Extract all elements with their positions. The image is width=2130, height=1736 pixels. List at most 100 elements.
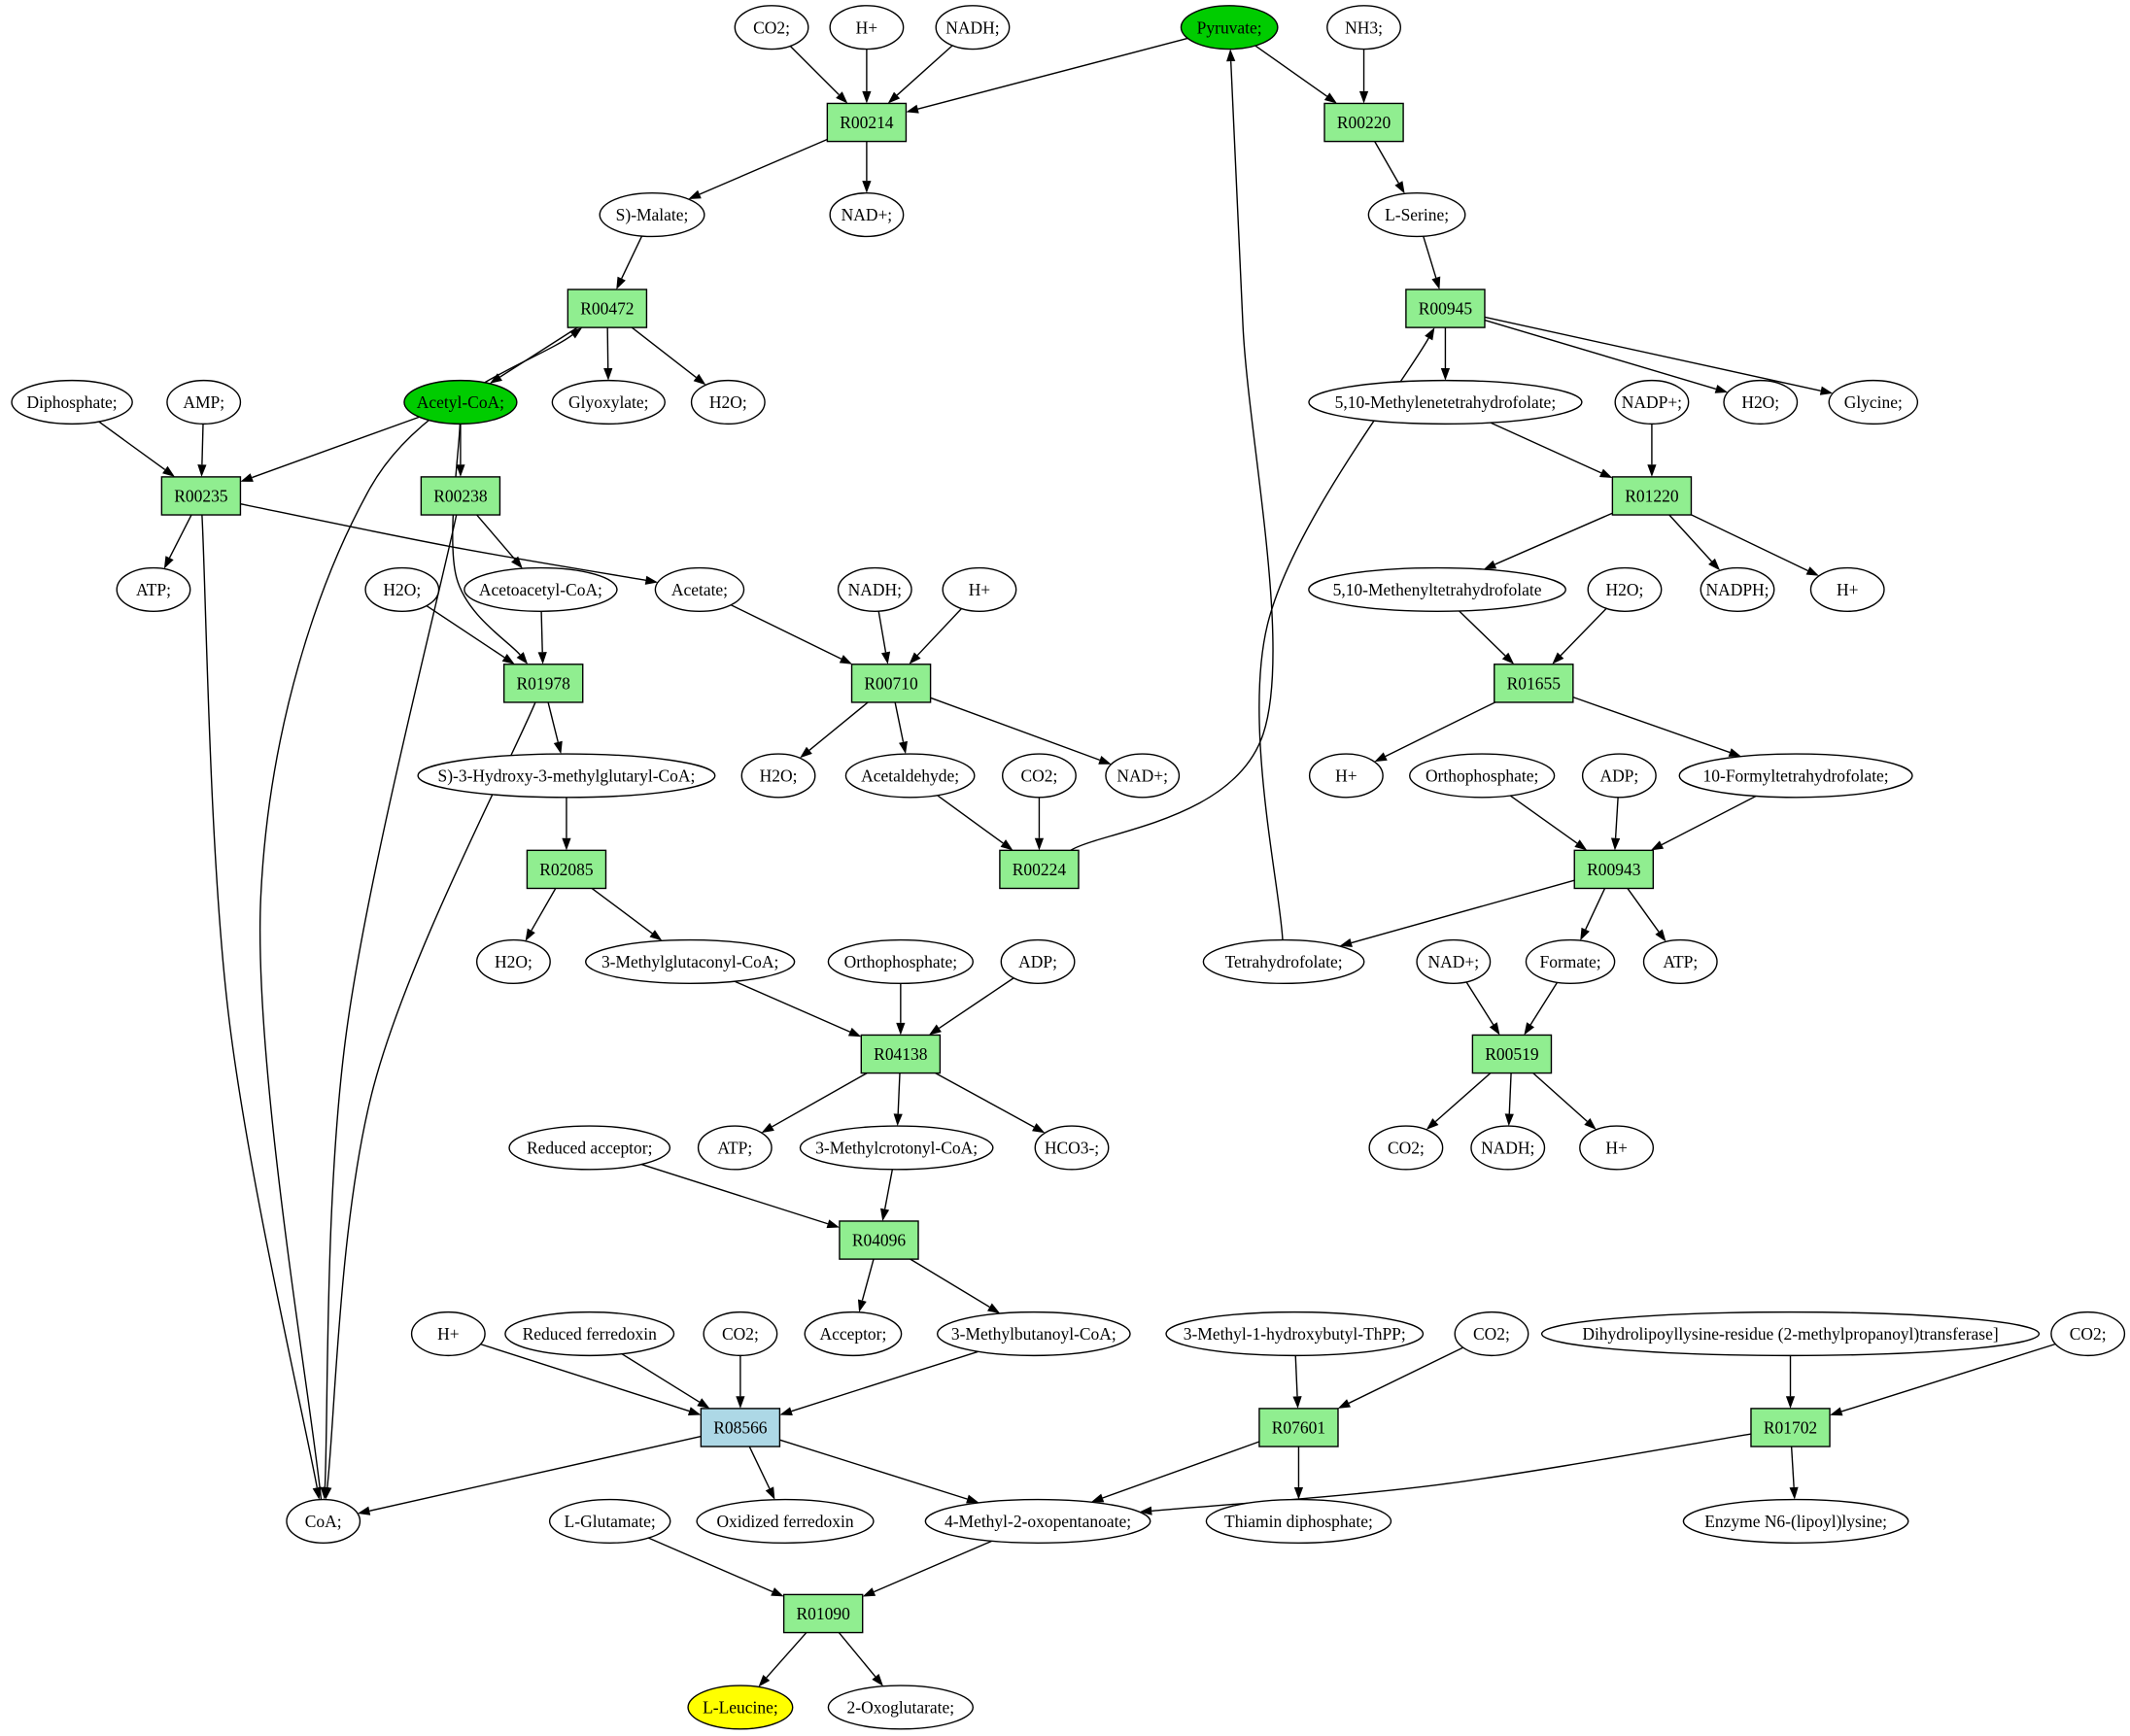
node-label: Acetate; bbox=[671, 580, 728, 599]
metabolite-ellipse bbox=[551, 379, 666, 425]
reaction-r01978: R01978 bbox=[502, 664, 584, 703]
metabolite-ellipse bbox=[599, 192, 705, 238]
metabolite-acetoacetyl-coa: Acetoacetyl-CoA; bbox=[464, 566, 618, 612]
edge-m8-r4 bbox=[1423, 236, 1437, 279]
metabolite-acetate: Acetate; bbox=[654, 566, 745, 612]
arrowhead bbox=[1292, 1396, 1302, 1409]
metabolite-h: H+ bbox=[829, 5, 905, 51]
arrowhead bbox=[1139, 1506, 1152, 1515]
metabolite-l-glutamate: L-Glutamate; bbox=[548, 1498, 671, 1544]
reaction-r08566: R08566 bbox=[700, 1408, 781, 1447]
arrowhead bbox=[1501, 652, 1515, 664]
metabolite-h2o: H2O; bbox=[1587, 566, 1663, 612]
metabolite-ellipse bbox=[936, 1311, 1131, 1357]
reaction-r01220: R01220 bbox=[1611, 476, 1693, 516]
node-label: R07601 bbox=[1272, 1418, 1325, 1438]
metabolite-tetrahydrofolate: Tetrahydrofolate; bbox=[1202, 938, 1365, 985]
reaction-box bbox=[1405, 289, 1486, 328]
metabolite-ellipse bbox=[690, 379, 766, 425]
arrowhead bbox=[1552, 652, 1564, 664]
reaction-box bbox=[1573, 849, 1655, 890]
edge-m41-r4 bbox=[1258, 337, 1429, 940]
arrowhead bbox=[862, 1587, 876, 1597]
reaction-r04096: R04096 bbox=[839, 1220, 919, 1260]
metabolite-atp: ATP; bbox=[1642, 938, 1718, 985]
edge-r2-m8 bbox=[1374, 141, 1399, 184]
metabolite-ellipse bbox=[827, 1685, 974, 1730]
metabolite-h: H+ bbox=[410, 1311, 486, 1357]
metabolite-ellipse bbox=[1105, 753, 1181, 799]
metabolite-ellipse bbox=[942, 566, 1017, 612]
edge-r6-m20 bbox=[476, 514, 516, 561]
metabolite-dihydrolipoyllysine-residue-2-methylpropanoyl-transferase: Dihydrolipoyllysine-residue (2-methylpro… bbox=[1540, 1311, 2041, 1357]
node-label: Glyoxylate; bbox=[568, 392, 648, 412]
metabolite-ellipse bbox=[1409, 753, 1556, 799]
arrowhead bbox=[857, 1299, 867, 1312]
reaction-box bbox=[1323, 102, 1404, 143]
metabolite-5-10-methylenetetrahydrofolate: 5,10-Methylenetetrahydrofolate; bbox=[1308, 379, 1583, 425]
arrowhead bbox=[1358, 90, 1369, 104]
metabolite-enzyme-n6-lipoyl-lysine: Enzyme N6-(lipoyl)lysine; bbox=[1682, 1498, 1909, 1544]
node-label: HCO3-; bbox=[1045, 1139, 1099, 1158]
arrowhead bbox=[887, 91, 901, 104]
edge-r19-m64 bbox=[1151, 1433, 1752, 1512]
arrowhead bbox=[880, 1208, 890, 1221]
edge-m53-r17 bbox=[621, 1353, 701, 1403]
arrowhead bbox=[847, 1027, 862, 1038]
reaction-r00710: R00710 bbox=[850, 664, 932, 703]
arrowhead bbox=[569, 327, 583, 339]
node-label: 3-Methylcrotonyl-CoA; bbox=[815, 1139, 978, 1158]
metabolite-ellipse bbox=[1540, 1311, 2041, 1357]
edge-r10-m33 bbox=[1385, 701, 1495, 758]
metabolite-ellipse bbox=[1416, 938, 1492, 985]
metabolite-l-leucine: L-Leucine; bbox=[687, 1685, 794, 1730]
arrowhead bbox=[1584, 1118, 1597, 1130]
edge-m25-r10 bbox=[1560, 607, 1607, 657]
node-label: Acetaldehyde; bbox=[861, 766, 959, 786]
reaction-box bbox=[160, 476, 242, 516]
metabolite-co2: CO2; bbox=[703, 1311, 778, 1357]
node-label: ATP; bbox=[717, 1139, 752, 1158]
arrowhead bbox=[765, 1486, 775, 1500]
metabolite-ellipse bbox=[1470, 1125, 1546, 1171]
node-label: NAD+; bbox=[1428, 952, 1480, 971]
node-label: H2O; bbox=[760, 766, 798, 786]
node-label: R02085 bbox=[539, 860, 594, 879]
arrowhead bbox=[1830, 1407, 1843, 1416]
arrowhead bbox=[357, 1506, 371, 1515]
reaction-r01090: R01090 bbox=[782, 1593, 864, 1634]
arrowhead bbox=[1034, 837, 1045, 851]
metabolite-ellipse bbox=[1180, 5, 1279, 51]
node-label: R00943 bbox=[1587, 860, 1641, 879]
metabolite-glycine: Glycine; bbox=[1828, 379, 1919, 425]
metabolite-ellipse bbox=[799, 1125, 994, 1171]
reaction-r00220: R00220 bbox=[1323, 102, 1404, 143]
reaction-r00945: R00945 bbox=[1405, 289, 1486, 328]
node-label: Thiamin diphosphate; bbox=[1224, 1512, 1373, 1531]
metabolite-glyoxylate: Glyoxylate; bbox=[551, 379, 666, 425]
edge-m56-r17 bbox=[791, 1350, 979, 1413]
reaction-box bbox=[850, 664, 932, 703]
reaction-box bbox=[700, 1408, 781, 1447]
node-label: Acetyl-CoA; bbox=[417, 392, 504, 412]
edge-r13-m44 bbox=[1627, 888, 1660, 933]
arrowhead bbox=[489, 373, 502, 384]
edge-r12-m4 bbox=[1070, 61, 1274, 851]
edge-r7-m24 bbox=[1494, 512, 1613, 565]
arrowhead bbox=[1650, 840, 1665, 851]
metabolite-ellipse bbox=[417, 753, 716, 799]
edge-r13-m41 bbox=[1351, 879, 1575, 944]
metabolite-amp: AMP; bbox=[166, 379, 242, 425]
metabolite-co2: CO2; bbox=[1368, 1125, 1444, 1171]
metabolite-nadh: NADH; bbox=[935, 5, 1011, 51]
metabolite-co2: CO2; bbox=[1454, 1311, 1529, 1357]
metabolite-ellipse bbox=[703, 1311, 778, 1357]
metabolite-adp: ADP; bbox=[1581, 753, 1657, 799]
node-label: 4-Methyl-2-oxopentanoate; bbox=[945, 1512, 1131, 1531]
arrowhead bbox=[1598, 468, 1613, 479]
metabolite-orthophosphate: Orthophosphate; bbox=[827, 938, 974, 985]
node-label: R01978 bbox=[517, 673, 571, 693]
edge-r8-m61 bbox=[326, 701, 536, 1488]
reaction-box bbox=[1750, 1408, 1831, 1447]
